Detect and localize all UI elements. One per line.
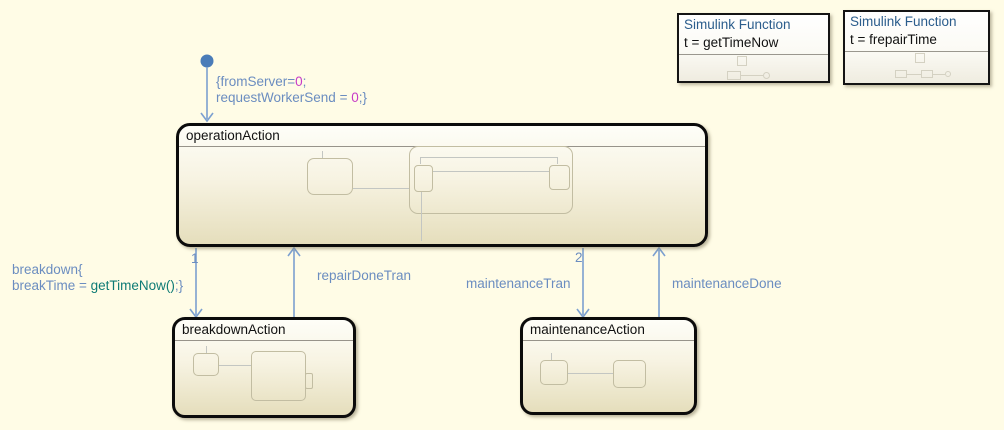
arrowhead-icon (287, 246, 301, 257)
arrowhead-icon (200, 112, 214, 123)
transition-breakdown-to-operation[interactable] (287, 246, 301, 317)
simulink-function-getTimeNow[interactable]: Simulink Function t = getTimeNow (677, 13, 830, 83)
initial-transition-label-line1: {fromServer=0; (216, 74, 307, 89)
state-title-operationAction: operationAction (186, 128, 280, 143)
arrowhead-icon (652, 246, 666, 257)
transition-order-badge-1[interactable]: 1 (191, 251, 199, 266)
state-title-breakdownAction: breakdownAction (182, 322, 286, 337)
initial-transition-label-line2: requestWorkerSend = 0;} (216, 90, 367, 105)
simulink-function-label: Simulink Function (850, 14, 957, 29)
state-operationAction[interactable]: operationAction (176, 123, 708, 247)
repair-done-transition-label[interactable]: repairDoneTran (317, 268, 412, 283)
breakdown-transition-label-line1: breakdown{ (12, 262, 83, 277)
transition-order-badge-2[interactable]: 2 (575, 250, 583, 265)
initial-transition-dot[interactable] (200, 54, 214, 68)
maintenance-done-transition-label[interactable]: maintenanceDone (672, 276, 782, 291)
state-title-divider (175, 340, 353, 341)
state-title-divider (179, 146, 705, 147)
state-breakdownAction[interactable]: breakdownAction (172, 317, 356, 418)
initial-transition[interactable] (200, 54, 214, 123)
simulink-function-signature: t = getTimeNow (684, 35, 779, 50)
state-title-maintenanceAction: maintenanceAction (530, 322, 645, 337)
maintenance-tran-transition-label[interactable]: maintenanceTran (466, 276, 571, 291)
breakdown-transition-label[interactable]: breakdown{ breakTime = getTimeNow();} (12, 262, 183, 294)
simulink-function-frepairTime[interactable]: Simulink Function t = frepairTime (843, 10, 990, 85)
breakdown-transition-label-line2: breakTime = getTimeNow();} (12, 278, 184, 293)
simulink-function-signature: t = frepairTime (850, 32, 937, 47)
transition-maintenance-to-operation[interactable] (652, 246, 666, 317)
state-maintenanceAction[interactable]: maintenanceAction (520, 317, 697, 415)
initial-transition-label[interactable]: {fromServer=0; requestWorkerSend = 0;} (216, 74, 367, 106)
simulink-function-divider (845, 51, 988, 52)
subchart-preview-operationAction (179, 126, 705, 244)
state-title-divider (523, 340, 694, 341)
simulink-function-label: Simulink Function (684, 17, 791, 32)
simulink-function-divider (679, 54, 828, 55)
